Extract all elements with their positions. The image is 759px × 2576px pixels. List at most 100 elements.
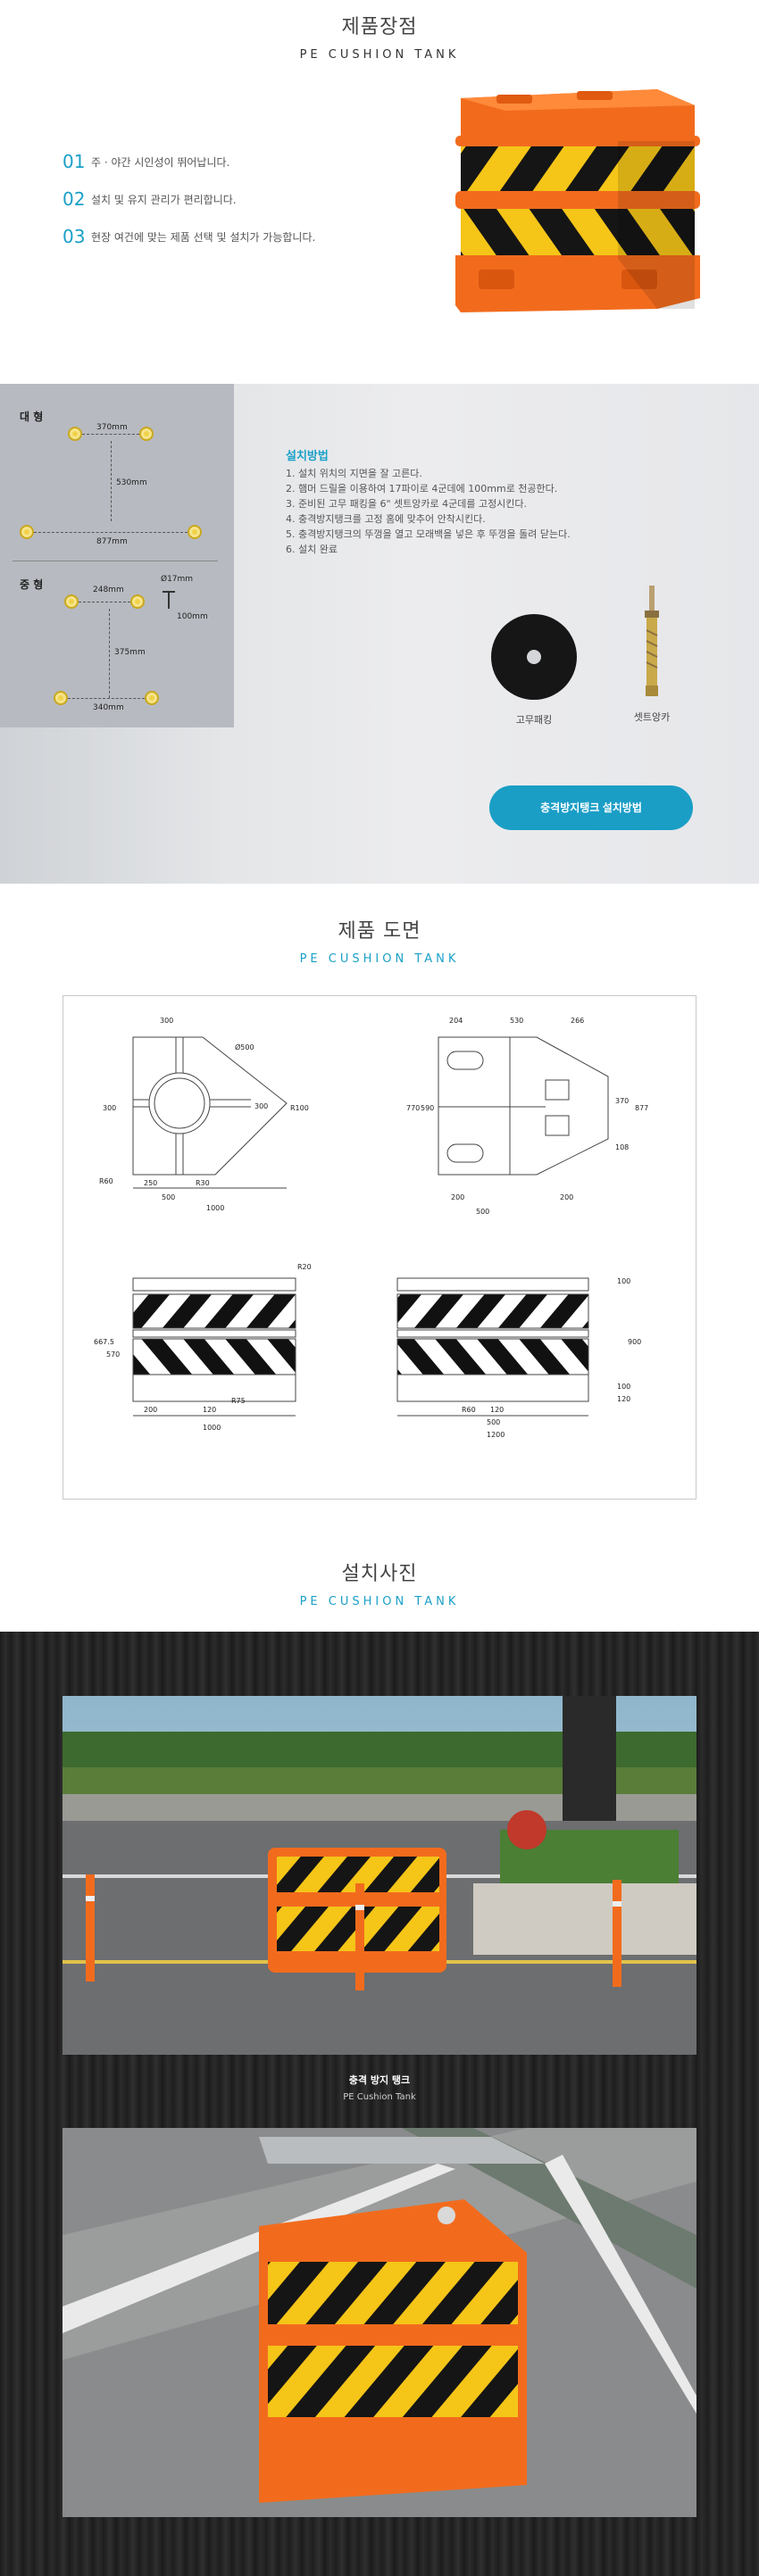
dim-label: 300 <box>103 1104 116 1112</box>
install-steps: 1. 설치 위치의 지면을 잘 고른다. 2. 햄머 드릴을 이용하여 17파이… <box>286 466 571 557</box>
dim-label: R30 <box>196 1179 210 1187</box>
dim-label: 590 <box>421 1104 434 1112</box>
dim-label: 120 <box>203 1406 216 1414</box>
dim-label: 375mm <box>114 648 146 657</box>
cushion-tank-product-image <box>455 89 700 312</box>
feature-item: 03 현장 여건에 맞는 제품 선택 및 설치가 가능합니다. <box>63 218 315 255</box>
dim-label: 100 <box>617 1277 630 1285</box>
feature-item: 01 주 · 야간 시인성이 뛰어납니다. <box>63 143 315 180</box>
dim-label: Ø500 <box>235 1043 254 1051</box>
feature-list: 01 주 · 야간 시인성이 뛰어납니다. 02 설치 및 유지 관리가 편리합… <box>63 143 315 255</box>
elevation-view-small <box>132 1277 296 1417</box>
dim-label: R75 <box>231 1397 246 1405</box>
rubber-packing-icon <box>491 614 577 700</box>
installation-photo-highway <box>63 2128 696 2517</box>
installation-section: 대 형 370mm 530mm 877mm 중 형 248mm Ø17mm 10… <box>0 384 759 884</box>
photos-section: 충격 방지 탱크 PE Cushion Tank <box>0 1632 759 2576</box>
dim-label: 204 <box>449 1017 463 1025</box>
install-step: 5. 충격방지탱크의 뚜껑을 열고 모래백을 넣은 후 뚜껑을 돌려 닫는다. <box>286 528 571 540</box>
technical-drawing-frame: 300 Ø500 300 300 R100 R60 250 R30 500 10… <box>63 995 696 1500</box>
install-step: 4. 충격방지탱크를 고정 홈에 맞추어 안착시킨다. <box>286 513 486 525</box>
install-step: 1. 설치 위치의 지면을 잘 고른다. <box>286 468 422 479</box>
features-title: 제품장점 <box>341 16 418 38</box>
bolt-icon <box>139 427 154 441</box>
installation-photo-roadside <box>63 1696 696 2055</box>
bolt-icon <box>68 427 82 441</box>
bolt-icon <box>130 594 145 609</box>
anchor-bolt-icon <box>168 591 170 609</box>
dim-label: 248mm <box>93 586 124 594</box>
feature-text: 현장 여건에 맞는 제품 선택 및 설치가 가능합니다. <box>91 230 316 244</box>
dim-label: R100 <box>290 1104 309 1112</box>
dim-label: 100 <box>617 1383 630 1391</box>
dim-label: 300 <box>254 1102 268 1110</box>
dim-label: 1000 <box>206 1204 224 1212</box>
dim-label: 500 <box>476 1208 489 1216</box>
dim-label: 340mm <box>93 703 124 712</box>
drawing-heading: 제품 도면 PE CUSHION TANK <box>0 915 759 966</box>
feature-number: 03 <box>63 226 86 247</box>
plan-view-large <box>438 1036 609 1176</box>
bolt-icon <box>188 525 202 539</box>
set-anchor-part: 셋트앙카 <box>616 586 688 724</box>
install-step: 3. 준비된 고무 패킹을 6" 셋트앙카로 4군데를 고정시킨다. <box>286 498 528 510</box>
technical-drawing: 300 Ø500 300 300 R100 R60 250 R30 500 10… <box>94 1017 648 1439</box>
dim-label: 120 <box>490 1406 504 1414</box>
dim-label: 770 <box>406 1104 420 1112</box>
bolt-icon <box>64 594 79 609</box>
spec-large-label: 대 형 <box>20 411 44 423</box>
features-subtitle: PE CUSHION TANK <box>299 48 460 62</box>
dim-label: 300 <box>160 1017 173 1025</box>
dim-label: 266 <box>571 1017 584 1025</box>
photos-heading: 설치사진 PE CUSHION TANK <box>0 1558 759 1608</box>
feature-text: 주 · 야간 시인성이 뛰어납니다. <box>91 155 230 169</box>
dim-label: 1200 <box>487 1431 505 1439</box>
dimension-line <box>68 698 145 699</box>
features-heading: 제품장점 PE CUSHION TANK <box>0 11 759 62</box>
dim-label: 200 <box>144 1406 157 1414</box>
part-label: 셋트앙카 <box>633 711 671 723</box>
dim-label: 108 <box>615 1143 629 1151</box>
dim-label: Ø17mm <box>161 575 194 584</box>
caption-title: 충격 방지 탱크 <box>348 2074 411 2086</box>
dim-label: 370mm <box>96 423 128 432</box>
dimension-line <box>111 441 112 521</box>
elevation-view-large <box>396 1277 589 1417</box>
photos-title: 설치사진 <box>341 1563 418 1585</box>
cushion-tank <box>259 2199 527 2503</box>
bolt-icon <box>145 691 159 705</box>
install-step: 6. 설치 완료 <box>286 544 338 555</box>
dim-label: 250 <box>144 1179 157 1187</box>
install-step: 2. 햄머 드릴을 이용하여 17파이로 4군데에 100mm로 천공한다. <box>286 483 558 494</box>
dim-label: 200 <box>560 1193 573 1201</box>
dim-label: 100mm <box>177 612 208 621</box>
feature-text: 설치 및 유지 관리가 편리합니다. <box>91 193 237 206</box>
feature-item: 02 설치 및 유지 관리가 편리합니다. <box>63 180 315 218</box>
photos-subtitle: PE CUSHION TANK <box>299 1595 460 1608</box>
dim-label: R60 <box>99 1177 113 1185</box>
dim-label: 900 <box>628 1338 641 1346</box>
bolt-icon <box>54 691 68 705</box>
set-anchor-icon <box>645 586 659 696</box>
dimension-line <box>34 532 188 533</box>
install-method-button[interactable]: 충격방지탱크 설치방법 <box>489 785 693 830</box>
dim-label: 1000 <box>203 1424 221 1432</box>
feature-number: 01 <box>63 151 86 172</box>
dim-label: 877 <box>635 1104 648 1112</box>
feature-number: 02 <box>63 188 86 210</box>
spec-medium-label: 중 형 <box>20 578 44 591</box>
bolt-icon <box>20 525 34 539</box>
photo-caption: 충격 방지 탱크 PE Cushion Tank <box>0 2073 759 2102</box>
install-method-title: 설치방법 <box>286 450 329 463</box>
dim-label: 667.5 <box>94 1338 114 1346</box>
plan-view-small <box>132 1036 288 1189</box>
dimension-line <box>109 609 110 698</box>
dim-label: R20 <box>297 1263 312 1271</box>
dim-label: 500 <box>487 1418 500 1426</box>
dim-label: 120 <box>617 1395 630 1403</box>
dimension-line <box>82 434 139 435</box>
drawing-title: 제품 도면 <box>338 920 421 943</box>
rubber-packing-part: 고무패킹 <box>488 614 580 727</box>
dim-label: 200 <box>451 1193 464 1201</box>
